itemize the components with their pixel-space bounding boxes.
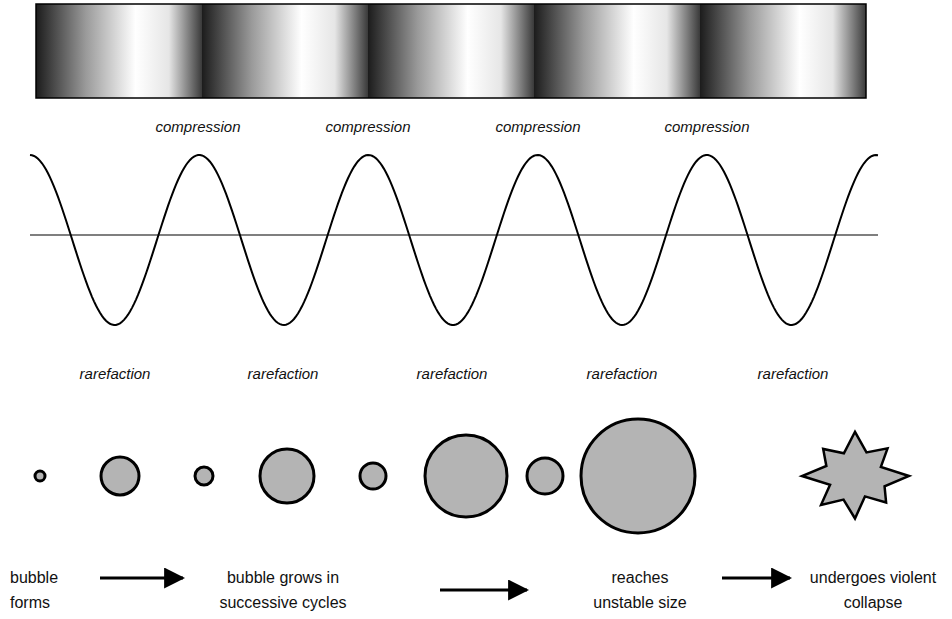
phase-label: compression (148, 118, 248, 136)
stage-caption: bubble forms (10, 565, 80, 615)
band-segment (534, 4, 700, 98)
progress-arrow (100, 577, 183, 580)
collapse-burst (802, 432, 909, 519)
bubble (581, 419, 695, 533)
band-segment (700, 4, 866, 98)
band-segment (36, 4, 202, 98)
progress-arrow (440, 589, 527, 592)
axis-line (30, 234, 878, 235)
progress-arrow (722, 577, 790, 580)
band-segment (202, 4, 368, 98)
phase-label: rarefaction (65, 365, 165, 383)
stage-caption: bubble grows in successive cycles (213, 565, 353, 615)
bubble-sequence (35, 419, 695, 533)
phase-label: rarefaction (572, 365, 672, 383)
band-frame (36, 4, 866, 98)
phase-label: rarefaction (402, 365, 502, 383)
bubble (425, 435, 507, 517)
phase-label: compression (318, 118, 418, 136)
bubble (101, 457, 139, 495)
bubble (35, 471, 45, 481)
phase-label: compression (488, 118, 588, 136)
bubble (195, 467, 213, 485)
stage-caption: reaches unstable size (585, 565, 695, 615)
phase-label: compression (657, 118, 757, 136)
phase-label: rarefaction (743, 365, 843, 383)
bubble (527, 458, 563, 494)
bubble (260, 449, 314, 503)
band-segment (368, 4, 534, 98)
phase-label: rarefaction (233, 365, 333, 383)
bubble (360, 463, 386, 489)
stage-caption: undergoes violent collapse (805, 565, 941, 615)
pressure-wave (30, 155, 878, 325)
pressure-band (36, 4, 866, 98)
